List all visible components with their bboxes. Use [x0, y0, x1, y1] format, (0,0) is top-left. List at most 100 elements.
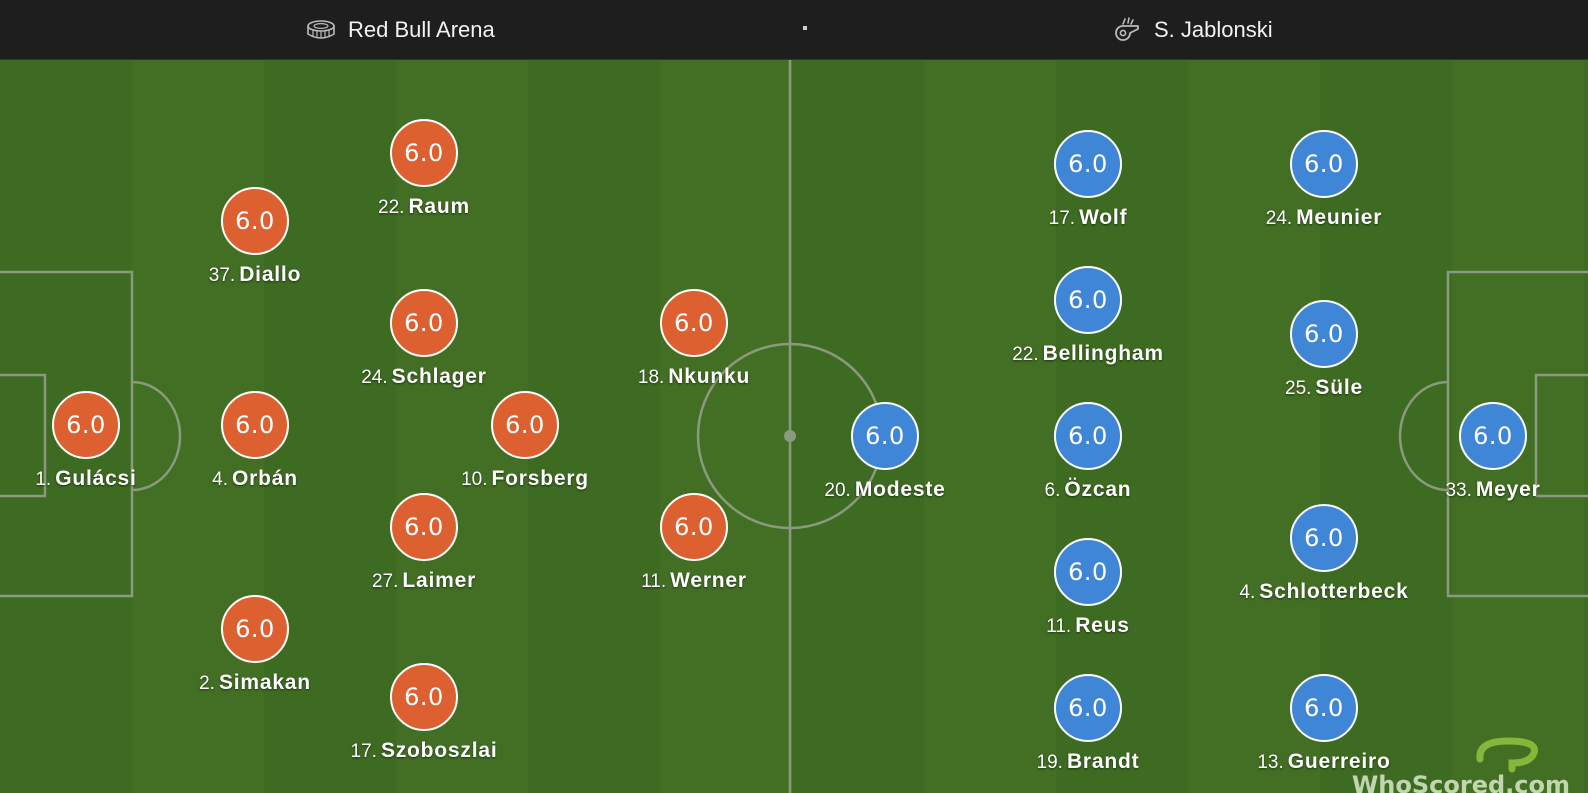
- player-name[interactable]: Gulácsi: [55, 467, 137, 490]
- player-number: 19.: [1036, 752, 1063, 773]
- player-rating-badge[interactable]: 6.0: [851, 402, 919, 470]
- referee-name: S. Jablonski: [1154, 17, 1273, 42]
- player-rating-badge[interactable]: 6.0: [1054, 674, 1122, 742]
- player-label: 1.Gulácsi: [0, 467, 236, 491]
- player-name[interactable]: Diallo: [239, 263, 302, 286]
- venue: Red Bull Arena: [306, 0, 495, 60]
- stadium-icon: [306, 15, 336, 45]
- whoscored-logo: WhoScored.com: [1350, 737, 1570, 793]
- player-number: 13.: [1257, 752, 1284, 773]
- player-name[interactable]: Orbán: [232, 467, 298, 490]
- player-rating-badge[interactable]: 6.0: [491, 391, 559, 459]
- player-label: 25.Süle: [1174, 376, 1474, 400]
- player-label: 4.Schlotterbeck: [1174, 580, 1474, 604]
- player-number: 1.: [35, 469, 52, 490]
- logo-mark: [1476, 737, 1538, 773]
- player-name[interactable]: Guerreiro: [1287, 750, 1391, 773]
- player-number: 27.: [371, 571, 399, 592]
- referee: S. Jablonski: [1112, 0, 1273, 60]
- player-number: 17.: [1048, 208, 1076, 229]
- player-rating-badge[interactable]: 6.0: [52, 391, 120, 459]
- player-label: 11.Reus: [938, 614, 1238, 638]
- player-number: 2.: [199, 673, 215, 694]
- player-name[interactable]: Raum: [408, 195, 470, 218]
- player-number: 24.: [1265, 208, 1293, 229]
- player-label: 19.Brandt: [938, 750, 1238, 774]
- player-name[interactable]: Laimer: [402, 569, 477, 592]
- player-rating-badge[interactable]: 6.0: [390, 119, 458, 187]
- player-name[interactable]: Süle: [1315, 376, 1363, 399]
- player-label: 37.Diallo: [105, 263, 405, 287]
- player-rating-badge[interactable]: 6.0: [1459, 402, 1527, 470]
- player-name[interactable]: Modeste: [854, 478, 946, 501]
- player-label: 22.Bellingham: [938, 342, 1238, 366]
- player-number: 20.: [824, 480, 851, 501]
- player-label: 20.Modeste: [735, 478, 1035, 502]
- pitch-markings: [0, 60, 1588, 793]
- player-number: 22.: [378, 197, 405, 218]
- player-name[interactable]: Wolf: [1079, 206, 1128, 229]
- player-rating-badge[interactable]: 6.0: [1290, 504, 1358, 572]
- player-name[interactable]: Brandt: [1066, 750, 1140, 773]
- player-name[interactable]: Werner: [670, 569, 747, 592]
- player-name[interactable]: Meunier: [1296, 206, 1383, 229]
- separator-dot: [803, 26, 807, 30]
- player-number: 6.: [1044, 480, 1061, 501]
- player-number: 4.: [1239, 582, 1256, 603]
- player-label: 24.Schlager: [274, 365, 574, 389]
- player-name[interactable]: Szoboszlai: [380, 739, 498, 762]
- player-name[interactable]: Schlotterbeck: [1259, 580, 1409, 603]
- player-number: 25.: [1285, 378, 1312, 399]
- player-label: 6.Özcan: [938, 478, 1238, 502]
- match-info-bar: Red Bull Arena S. Jablonski: [0, 0, 1588, 60]
- player-label: 11.Werner: [544, 569, 844, 593]
- player-label: 18.Nkunku: [544, 365, 844, 389]
- player-rating-badge[interactable]: 6.0: [221, 187, 289, 255]
- player-number: 22.: [1012, 344, 1039, 365]
- player-rating-badge[interactable]: 6.0: [1054, 402, 1122, 470]
- player-name[interactable]: Nkunku: [668, 365, 751, 388]
- player-rating-badge[interactable]: 6.0: [1290, 300, 1358, 368]
- player-name[interactable]: Bellingham: [1042, 342, 1164, 365]
- player-number: 18.: [637, 367, 665, 388]
- player-rating-badge[interactable]: 6.0: [1290, 674, 1358, 742]
- player-label: 2.Simakan: [105, 671, 405, 695]
- player-name[interactable]: Schlager: [391, 365, 487, 388]
- player-name[interactable]: Forsberg: [491, 467, 589, 490]
- player-rating-badge[interactable]: 6.0: [1054, 130, 1122, 198]
- player-label: 27.Laimer: [274, 569, 574, 593]
- player-rating-badge[interactable]: 6.0: [221, 595, 289, 663]
- player-label: 10.Forsberg: [375, 467, 675, 491]
- player-rating-badge[interactable]: 6.0: [390, 493, 458, 561]
- player-number: 17.: [350, 741, 377, 762]
- player-number: 24.: [361, 367, 388, 388]
- player-number: 10.: [461, 469, 488, 490]
- player-rating-badge[interactable]: 6.0: [1290, 130, 1358, 198]
- player-name[interactable]: Meyer: [1475, 478, 1541, 501]
- player-label: 13.Guerreiro: [1174, 750, 1474, 774]
- player-rating-badge[interactable]: 6.0: [1054, 266, 1122, 334]
- venue-name: Red Bull Arena: [348, 17, 495, 42]
- player-rating-badge[interactable]: 6.0: [660, 289, 728, 357]
- player-name[interactable]: Reus: [1075, 614, 1130, 637]
- player-number: 11.: [641, 571, 667, 592]
- player-number: 11.: [1046, 616, 1072, 637]
- player-name[interactable]: Özcan: [1064, 478, 1132, 501]
- player-number: 33.: [1445, 480, 1472, 501]
- logo-text: WhoScored.com: [1351, 771, 1570, 793]
- player-rating-badge[interactable]: 6.0: [1054, 538, 1122, 606]
- player-name[interactable]: Simakan: [218, 671, 311, 694]
- whistle-icon: [1112, 15, 1142, 45]
- player-label: 22.Raum: [274, 195, 574, 219]
- player-rating-badge[interactable]: 6.0: [660, 493, 728, 561]
- player-rating-badge[interactable]: 6.0: [221, 391, 289, 459]
- player-label: 24.Meunier: [1174, 206, 1474, 230]
- player-label: 33.Meyer: [1343, 478, 1588, 502]
- player-label: 4.Orbán: [105, 467, 405, 491]
- player-number: 4.: [212, 469, 228, 490]
- player-label: 17.Wolf: [938, 206, 1238, 230]
- player-label: 17.Szoboszlai: [274, 739, 574, 763]
- player-rating-badge[interactable]: 6.0: [390, 663, 458, 731]
- player-rating-badge[interactable]: 6.0: [390, 289, 458, 357]
